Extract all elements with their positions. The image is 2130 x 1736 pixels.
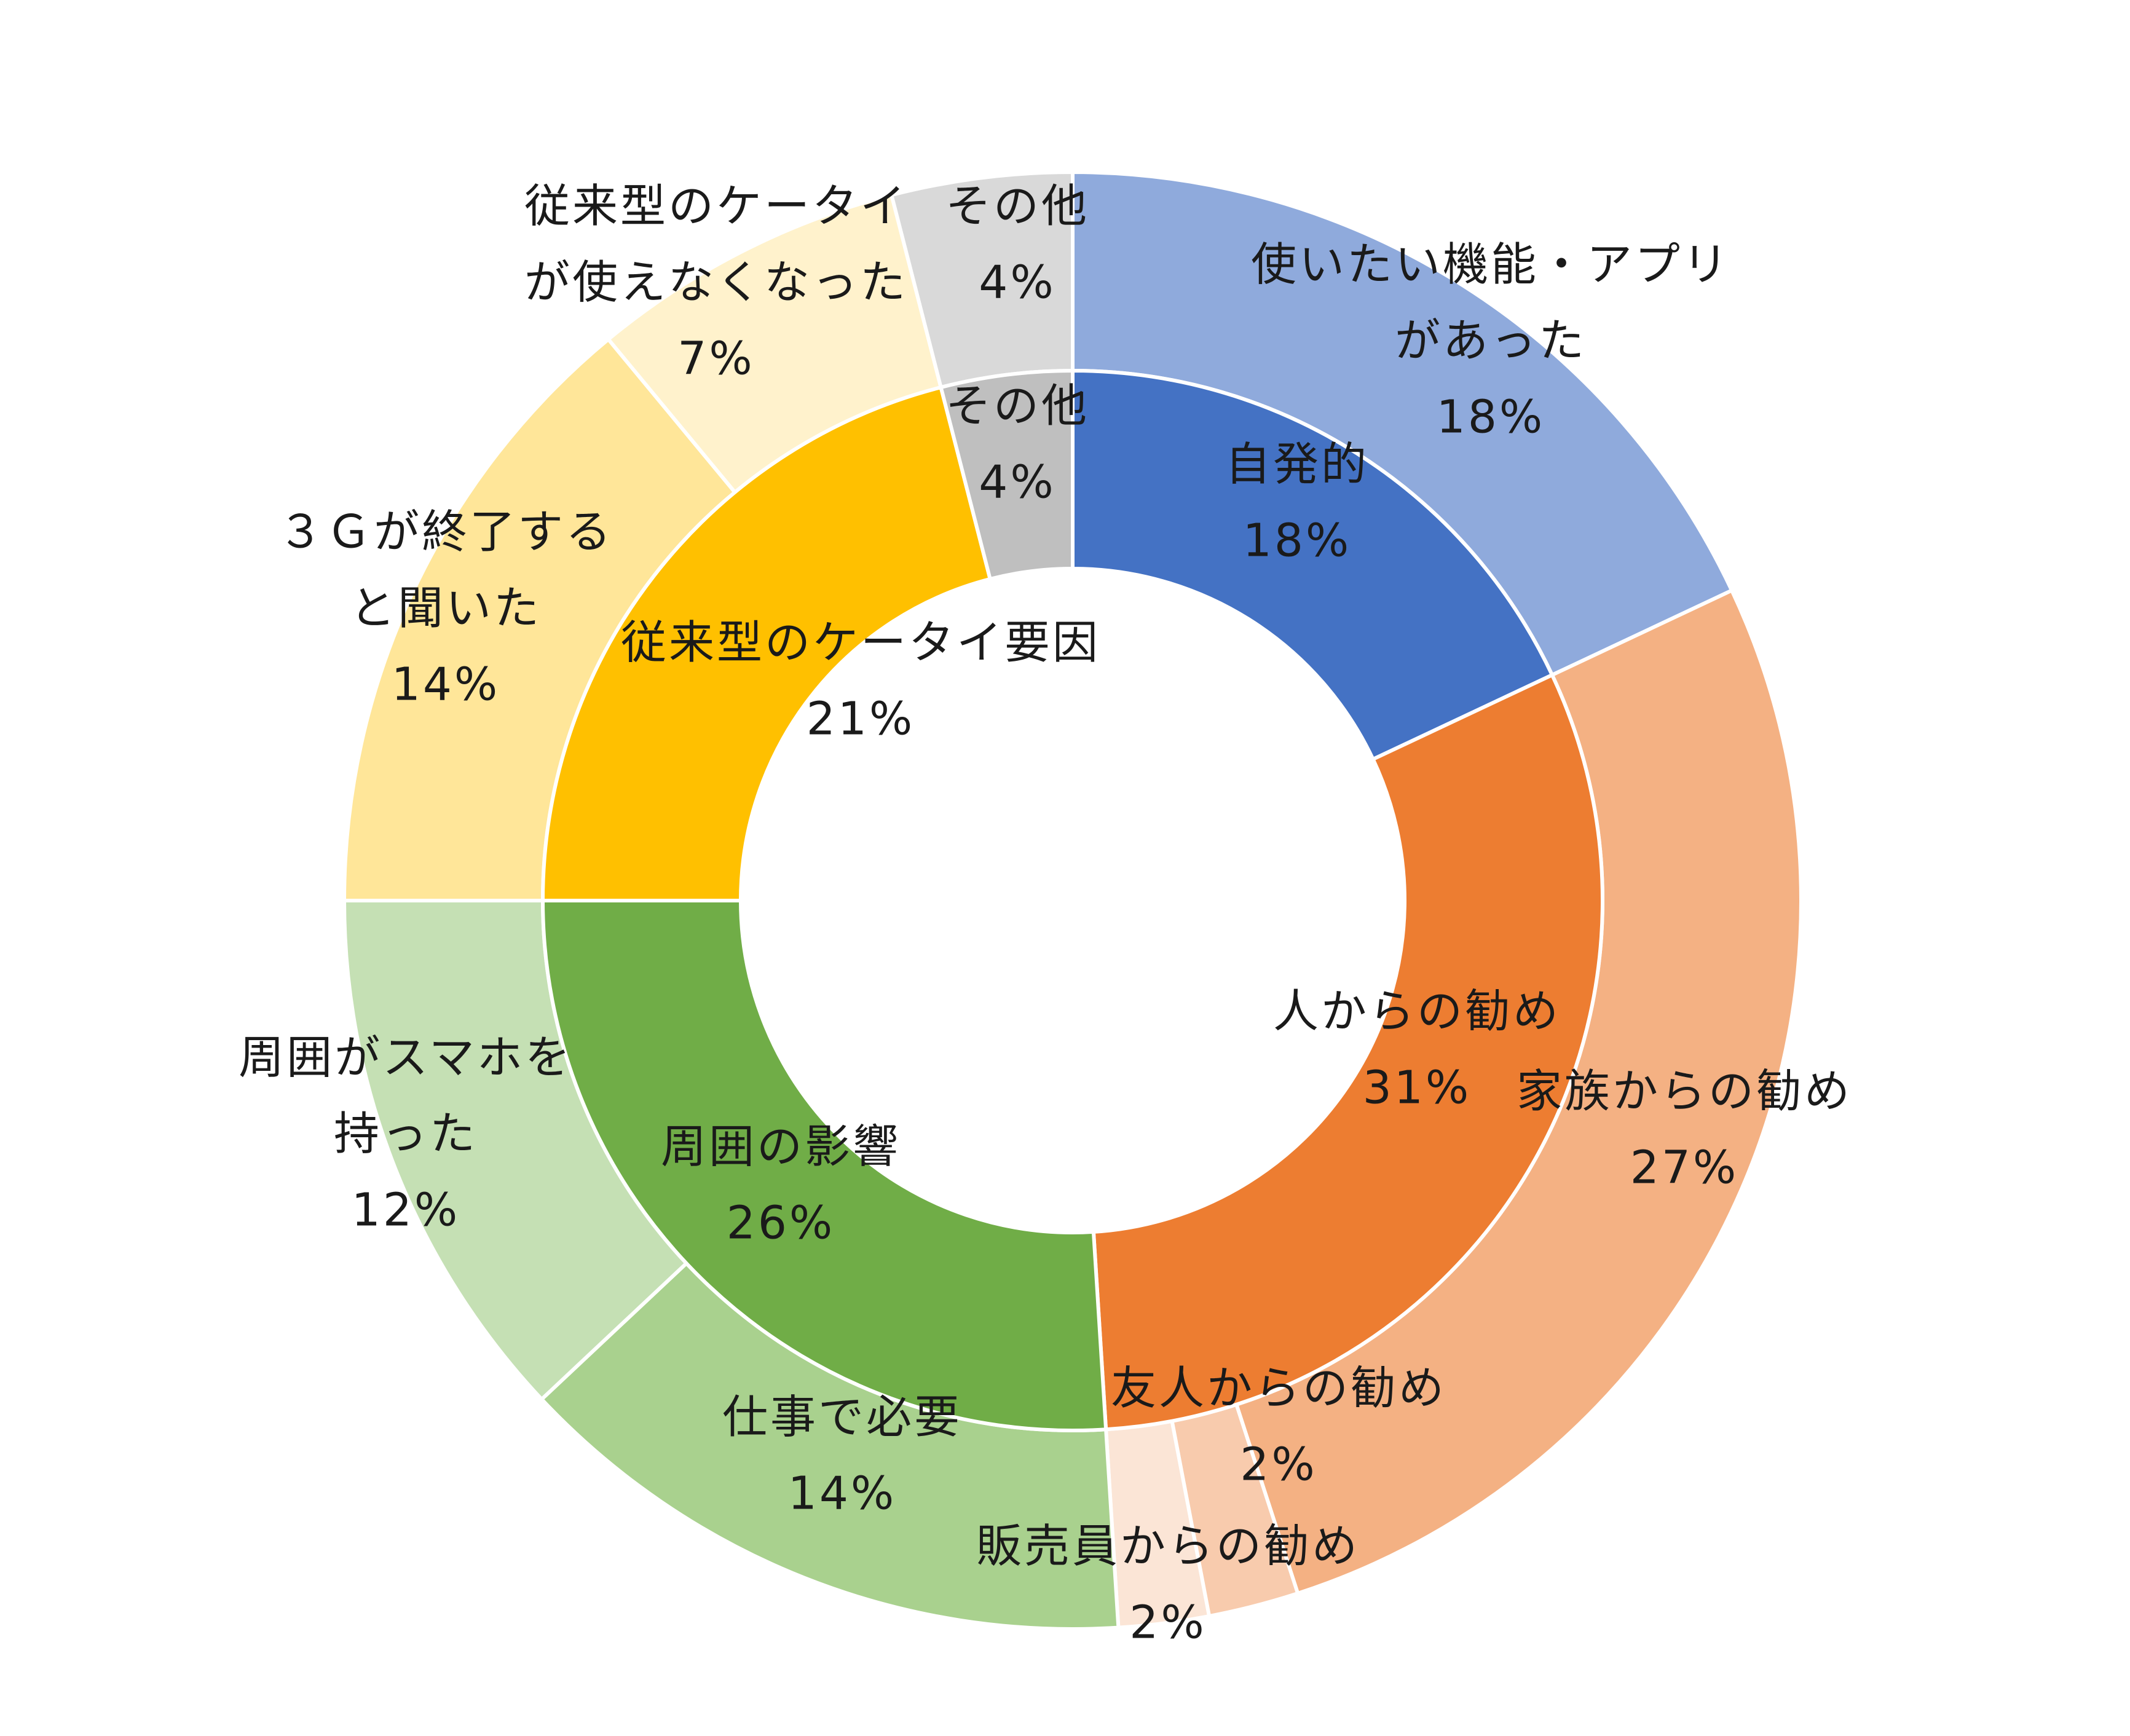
inner-slice-value-label: 21% xyxy=(807,693,915,746)
inner-slice-label: 周囲の影響 xyxy=(661,1121,901,1174)
inner-slice-4 xyxy=(938,368,1075,582)
outer-slice-label: 販売員からの勧め xyxy=(976,1520,1360,1573)
outer-slice-label: と聞いた xyxy=(350,582,542,635)
outer-slice-label: があった xyxy=(1395,315,1587,368)
inner-slice-3 xyxy=(540,385,993,902)
inner-ring xyxy=(540,368,1604,1432)
outer-slice-label: 持った xyxy=(334,1108,478,1161)
outer-ring xyxy=(342,170,1803,1631)
inner-slice-value-label: 31% xyxy=(1363,1062,1471,1115)
inner-slice-label: 自発的 xyxy=(1225,438,1369,491)
inner-slice-label: 人からの勧め xyxy=(1273,985,1561,1038)
outer-slice-label: 従来型のケータイ xyxy=(524,180,908,233)
inner-slice-value-label: 4% xyxy=(979,456,1055,509)
inner-slice-value-label: 26% xyxy=(727,1197,835,1250)
inner-slice-label: 従来型のケータイ要因 xyxy=(621,617,1100,669)
inner-ring-labels: 自発的 18% 人からの勧め 31% 周囲の影響 26% 従来型のケータイ要因 21% その他 4… xyxy=(621,380,1561,1250)
outer-slice-label: 仕事で必要 xyxy=(722,1391,962,1444)
inner-slice-1 xyxy=(1091,672,1604,1432)
outer-slice-value-label: 2% xyxy=(1240,1438,1317,1491)
outer-slice-value-label: 27% xyxy=(1630,1142,1738,1194)
outer-slice-label: が使えなくなった xyxy=(524,256,908,309)
outer-slice-label: その他 xyxy=(945,180,1089,233)
outer-slice-value-label: 14% xyxy=(788,1467,896,1520)
outer-slice-value-label: 2% xyxy=(1129,1596,1206,1649)
outer-slice-value-label: 18% xyxy=(1437,391,1545,444)
outer-slice-value-label: 14% xyxy=(392,658,500,711)
inner-slice-value-label: 18% xyxy=(1243,515,1351,567)
outer-slice-label: 周囲がスマホを xyxy=(239,1032,573,1084)
outer-slice-label: 友人からの勧め xyxy=(1111,1362,1446,1415)
outer-slice-value-label: 12% xyxy=(352,1184,460,1237)
inner-slice-2 xyxy=(540,899,1108,1432)
outer-slice-value-label: 7% xyxy=(677,333,754,385)
inner-slice-0 xyxy=(1071,368,1555,762)
outer-slice-value-label: 4% xyxy=(979,256,1055,309)
outer-slice-label: ３Ｇが終了する xyxy=(278,506,613,559)
outer-slice-label: 家族からの勧め xyxy=(1517,1065,1852,1118)
outer-slice-label: 使いたい機能・アプリ xyxy=(1251,239,1730,291)
inner-slice-label: その他 xyxy=(945,380,1089,433)
